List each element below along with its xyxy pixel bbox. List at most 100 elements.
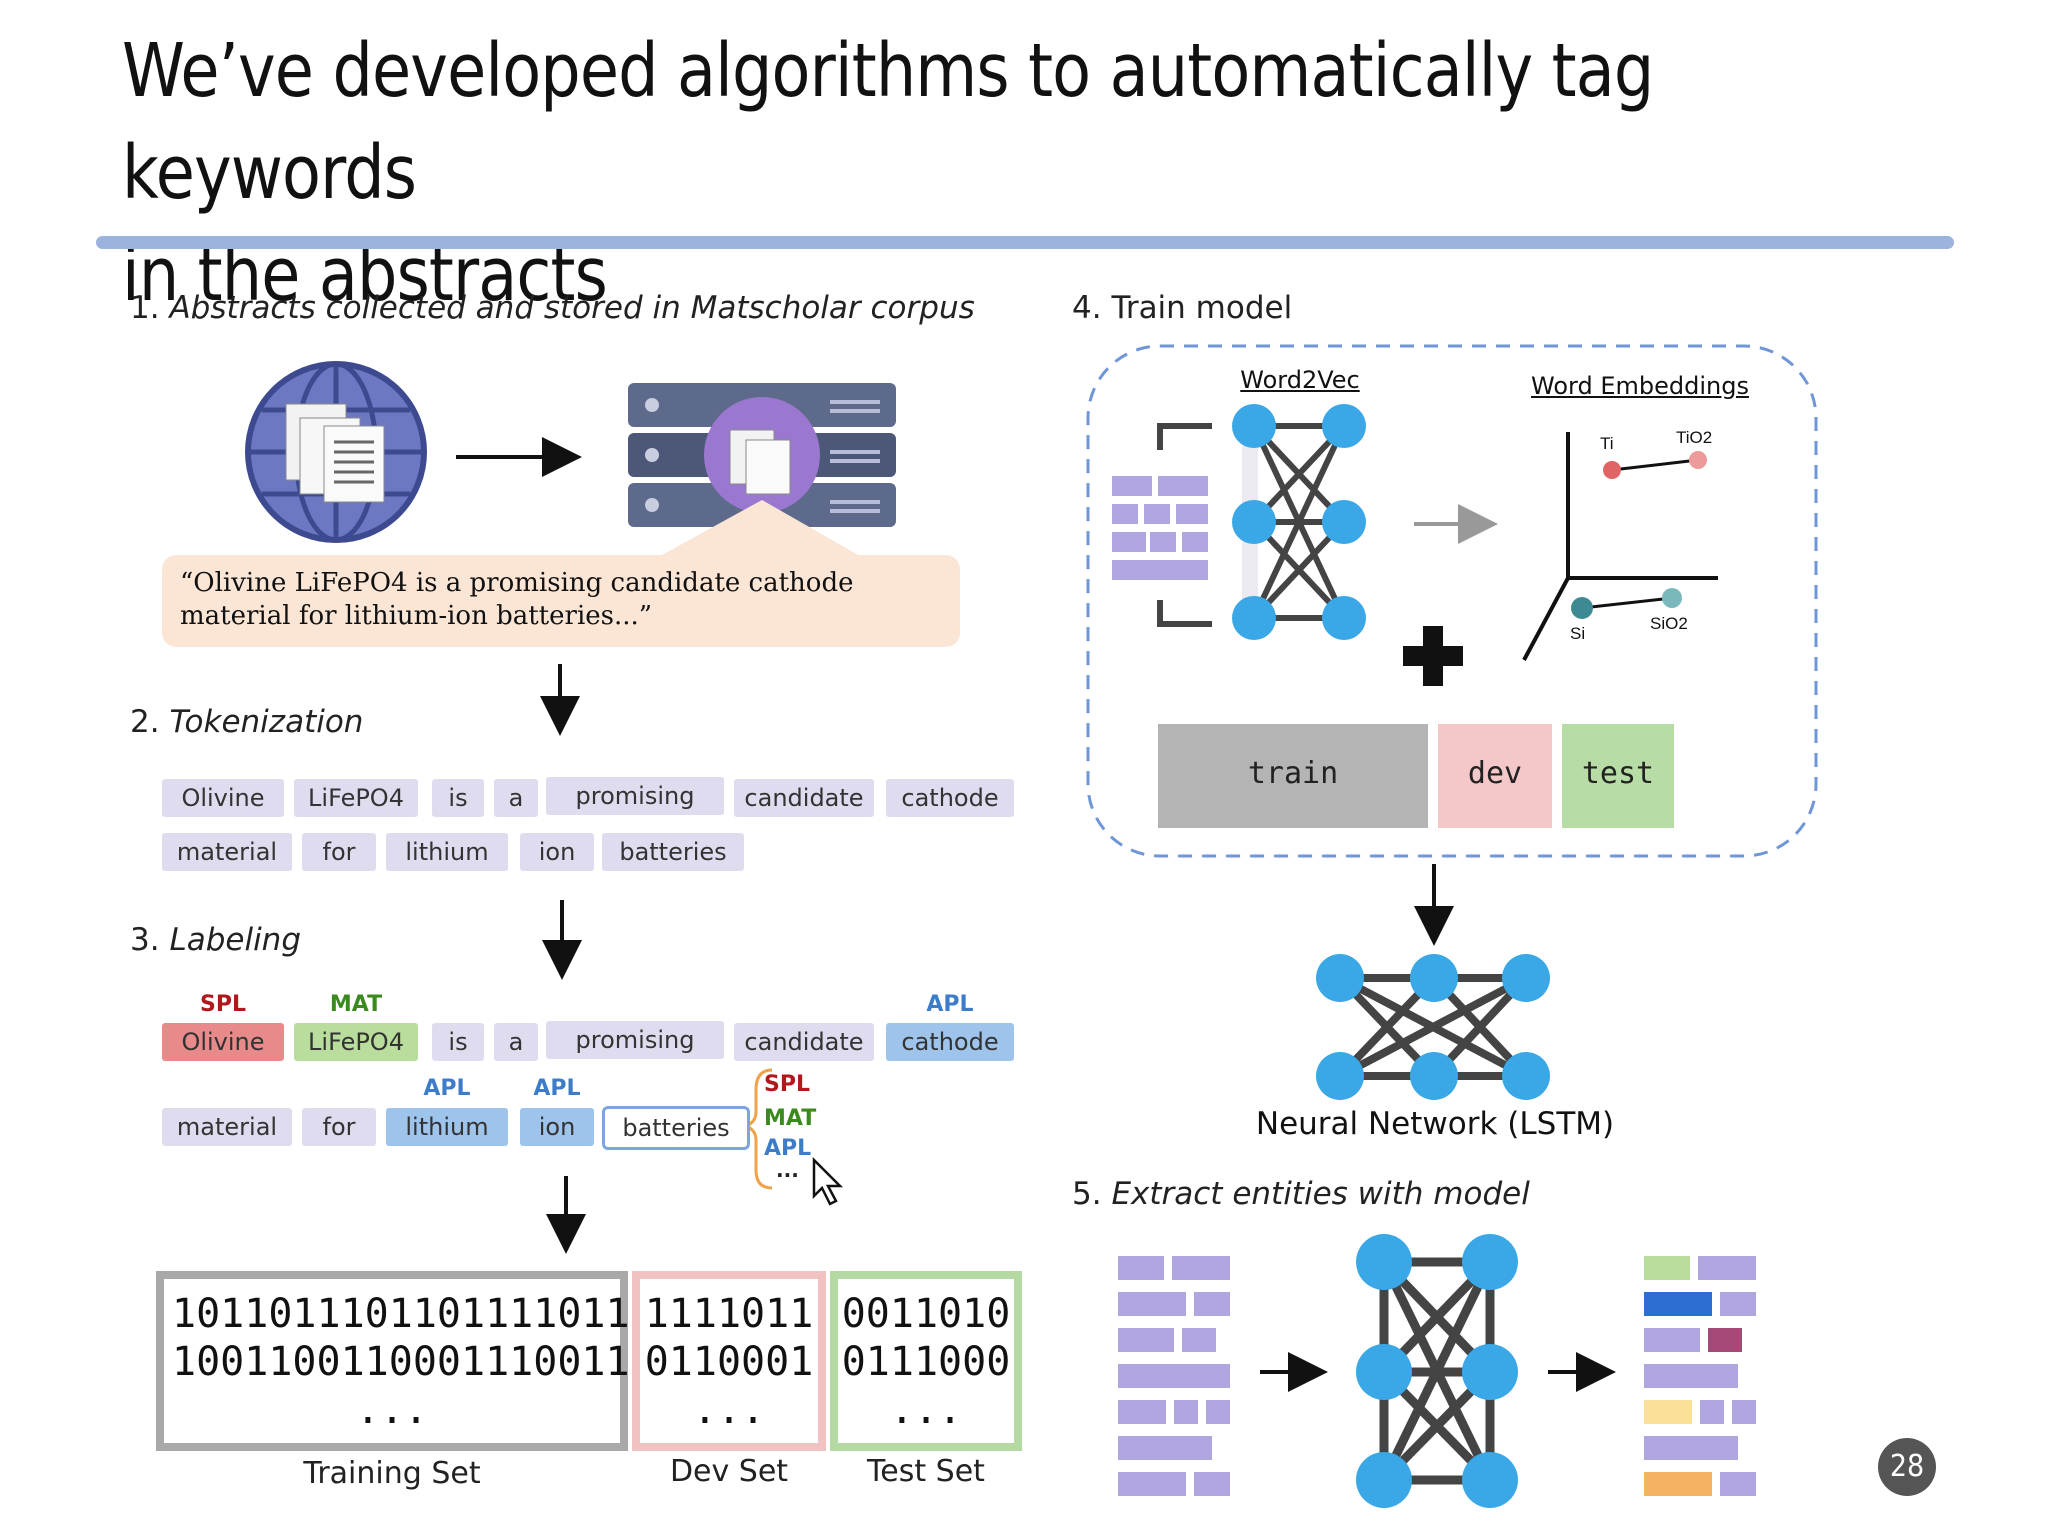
token: for <box>302 833 376 871</box>
plus-icon <box>1403 626 1463 686</box>
tag-option-spl[interactable]: SPL <box>764 1072 810 1097</box>
token-labeled-apl: lithium <box>386 1108 508 1146</box>
token: is <box>432 779 484 817</box>
dev-line-2: 0110001 <box>644 1339 814 1385</box>
token-labeled-apl: ion <box>520 1108 594 1146</box>
server-icon <box>628 383 896 556</box>
extract-model-nodes <box>1356 1234 1518 1508</box>
token: a <box>494 1023 538 1061</box>
point-sio2 <box>1662 588 1682 608</box>
step2-label: Tokenization <box>169 704 364 740</box>
slide-title: We’ve developed algorithms to automatica… <box>122 20 1722 326</box>
word2vec-bracket <box>1157 423 1212 627</box>
tag-mat: MAT <box>329 992 383 1017</box>
page-number: 28 <box>1878 1438 1936 1496</box>
dev-set-box <box>632 1271 826 1451</box>
tag-option-mat[interactable]: MAT <box>764 1106 817 1131</box>
word-embeddings-label: Word Embeddings <box>1531 372 1749 400</box>
token: for <box>302 1108 376 1146</box>
cursor-icon <box>812 1156 844 1206</box>
point-tio2 <box>1689 451 1707 469</box>
tag-option-more[interactable]: ... <box>776 1158 799 1182</box>
step3-heading: 3. Labeling <box>130 922 301 958</box>
token: cathode <box>886 779 1014 817</box>
token-labeled-spl: Olivine <box>162 1023 284 1061</box>
point-ti <box>1603 461 1621 479</box>
token-labeled-mat: LiFePO4 <box>294 1023 418 1061</box>
test-dots: ... <box>889 1387 963 1433</box>
token: candidate <box>734 779 874 817</box>
word2vec-label: Word2Vec <box>1240 366 1360 394</box>
token: candidate <box>734 1023 874 1061</box>
lstm-nodes <box>1316 954 1550 1100</box>
step3-number: 3. <box>130 922 160 958</box>
globe-icon <box>245 361 427 543</box>
output-blocks-icon <box>1644 1256 1756 1496</box>
word-blocks-icon <box>1112 476 1208 580</box>
tag-apl: APL <box>423 1076 471 1101</box>
tag-apl: APL <box>533 1076 581 1101</box>
train-split-label: train <box>1247 756 1339 791</box>
point-ti-label: Ti <box>1600 434 1614 453</box>
token: promising <box>546 1021 724 1059</box>
tag-option-apl[interactable]: APL <box>764 1136 812 1161</box>
quote-line-1: “Olivine LiFePO4 is a promising candidat… <box>180 568 854 598</box>
test-set-data: 0011010 0111000 ... <box>838 1290 1014 1434</box>
quote-line-2: material for lithium-ion batteries...” <box>180 601 653 631</box>
step3-label: Labeling <box>169 922 302 958</box>
step5-label: Extract entities with model <box>1111 1176 1530 1212</box>
step4-number: 4. <box>1072 290 1102 326</box>
token-labeled-apl: cathode <box>886 1023 1014 1061</box>
step1-heading: 1. Abstracts collected and stored in Mat… <box>130 290 975 326</box>
point-sio2-label: SiO2 <box>1650 614 1688 633</box>
point-tio2-label: TiO2 <box>1676 428 1713 447</box>
test-split-box <box>1562 724 1674 828</box>
step1-number: 1. <box>130 290 160 326</box>
token: Olivine <box>162 779 284 817</box>
step5-heading: 5. Extract entities with model <box>1072 1176 1530 1212</box>
step1-label: Abstracts collected and stored in Matsch… <box>169 290 975 326</box>
dev-set-data: 1111011 0110001 ... <box>640 1290 818 1434</box>
point-si <box>1571 597 1593 619</box>
token: lithium <box>386 833 508 871</box>
training-set-caption: Training Set <box>303 1456 481 1491</box>
embedding-axes <box>1522 432 1718 661</box>
word2vec-nodes <box>1232 404 1366 640</box>
test-line-2: 0111000 <box>841 1339 1011 1385</box>
step4-label: Train model <box>1111 290 1293 326</box>
step4-heading: 4. Train model <box>1072 290 1292 326</box>
training-dots: ... <box>355 1387 429 1433</box>
dev-line-1: 1111011 <box>644 1291 814 1337</box>
test-line-1: 0011010 <box>841 1291 1011 1337</box>
token: ion <box>520 833 594 871</box>
token: material <box>162 833 292 871</box>
lstm-label: Neural Network (LSTM) <box>1255 1106 1615 1142</box>
title-line-1: We’ve developed algorithms to automatica… <box>122 28 1654 216</box>
test-set-box <box>830 1271 1022 1451</box>
token: a <box>494 779 538 817</box>
training-line-1: 1011011101101111011 <box>172 1291 630 1337</box>
tag-spl: SPL <box>200 992 246 1017</box>
train-model-container <box>1086 344 1818 858</box>
training-line-2: 1001100110001110011 <box>172 1339 630 1385</box>
token-selected[interactable]: batteries <box>602 1106 750 1150</box>
point-si-label: Si <box>1570 624 1586 643</box>
dev-split-box <box>1438 724 1552 828</box>
dev-set-caption: Dev Set <box>669 1454 789 1489</box>
test-set-caption: Test Set <box>867 1454 985 1489</box>
train-split-box <box>1158 724 1428 828</box>
input-blocks-icon <box>1118 1256 1230 1496</box>
step2-heading: 2. Tokenization <box>130 704 363 740</box>
title-rule <box>96 236 1954 249</box>
token: material <box>162 1108 292 1146</box>
test-split-label: test <box>1581 756 1655 791</box>
token: batteries <box>602 833 744 871</box>
token: LiFePO4 <box>294 779 418 817</box>
dev-split-label: dev <box>1467 756 1523 791</box>
training-set-box <box>156 1271 628 1451</box>
token: is <box>432 1023 484 1061</box>
token: promising <box>546 777 724 815</box>
dev-dots: ... <box>692 1387 766 1433</box>
abstract-quote: “Olivine LiFePO4 is a promising candidat… <box>162 555 960 647</box>
